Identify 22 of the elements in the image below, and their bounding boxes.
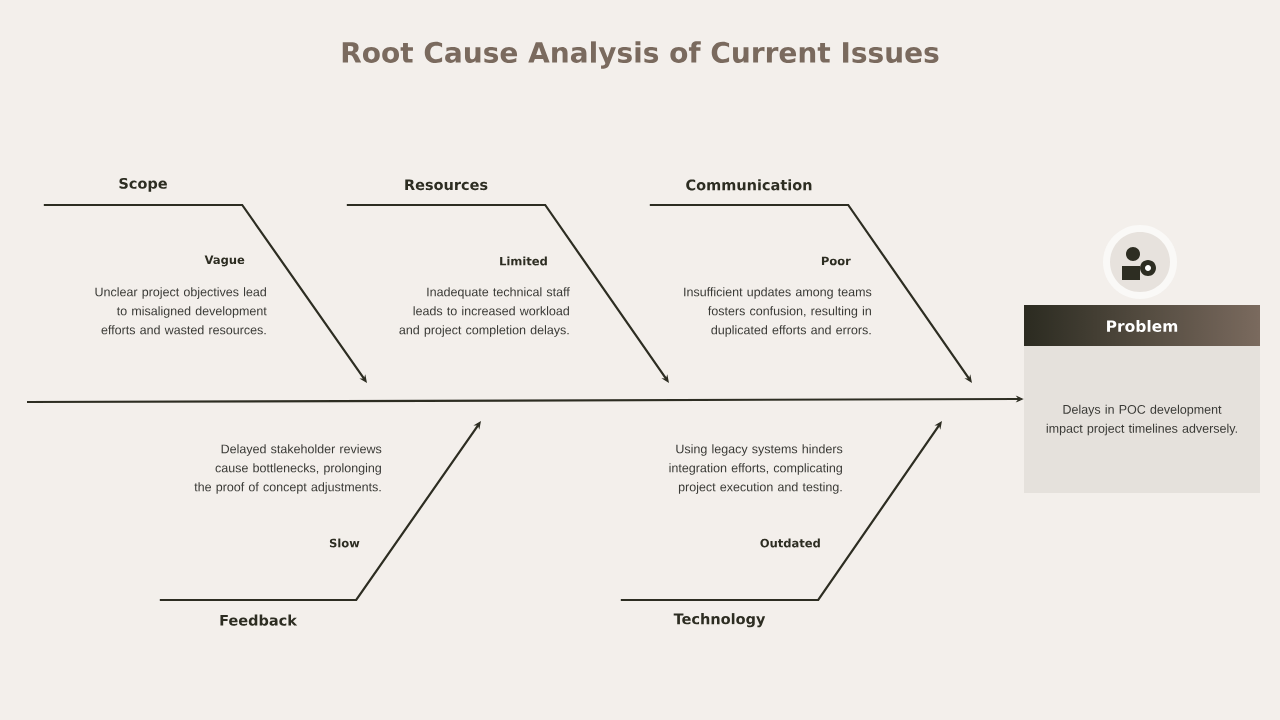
cause-label: Slow — [329, 538, 360, 548]
cause-description: Inadequate technical staff leads to increased workload and project completion delays. — [399, 287, 570, 337]
cause-description: Using legacy systems hinders integration efforts, complicating project execution and testing. — [669, 444, 843, 494]
category-label: Feedback — [220, 614, 298, 626]
problem-box: Problem Delays in POC development impact project timelines adversely. — [1024, 305, 1260, 493]
category-label: Communication — [686, 179, 812, 191]
arrow — [159, 421, 481, 602]
arrow — [43, 203, 367, 383]
title: Root Cause Analysis of Current Issues — [342, 41, 939, 69]
arrow — [649, 203, 972, 383]
arrow — [620, 421, 942, 602]
category-label: Resources — [405, 179, 488, 191]
cause-label: Poor — [821, 256, 851, 266]
cause-description: Insufficient updates among teams fosters confusion, resulting in duplicated efforts and errors. — [684, 287, 872, 337]
cause-label: Outdated — [760, 538, 820, 548]
cause-description: Unclear project objectives lead to misaligned development efforts and wasted resources. — [95, 287, 267, 335]
category-label: Technology — [673, 613, 766, 628]
arrow — [346, 203, 669, 383]
cause-description: Delayed stakeholder reviews cause bottlenecks, prolonging the proof of concept adjustments. — [194, 444, 382, 494]
category-label: Scope — [119, 177, 167, 192]
cause-label: Vague — [204, 255, 245, 267]
cause-label: Limited — [500, 256, 547, 266]
